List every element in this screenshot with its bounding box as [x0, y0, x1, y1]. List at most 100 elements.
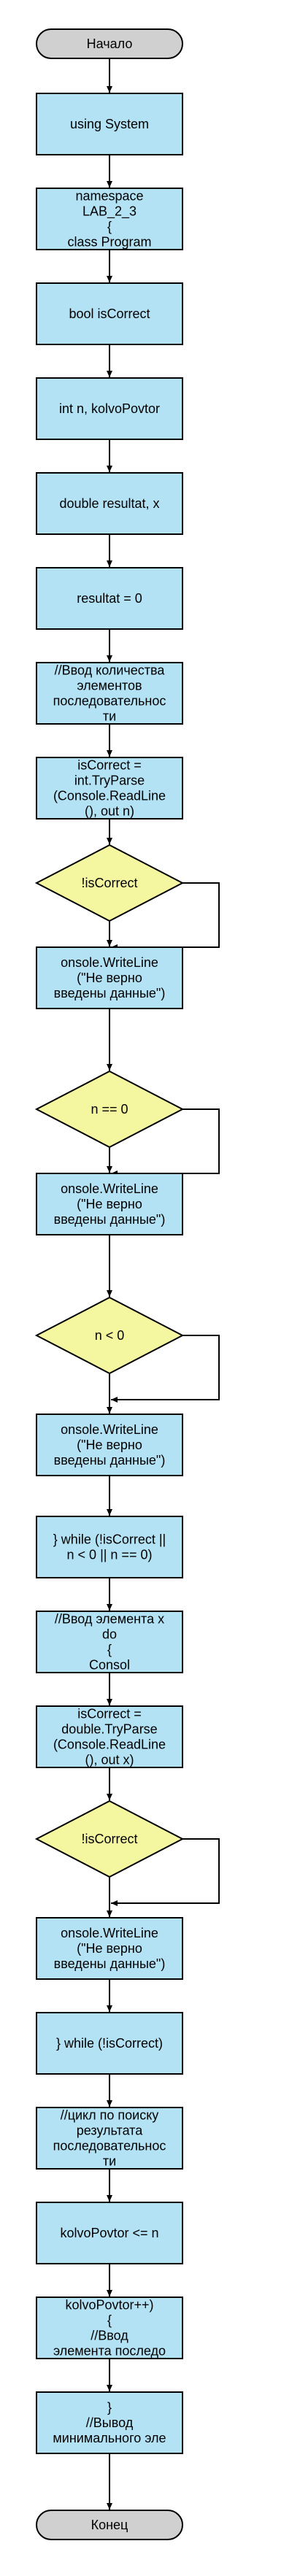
node-label: (Console.ReadLine — [53, 1738, 166, 1752]
node-label: namespace — [75, 189, 143, 204]
decision-shape — [34, 1296, 185, 1375]
decision-node-d4: !isCorrect — [34, 1800, 185, 1878]
node-label: int.TryParse — [74, 774, 145, 788]
node-label: class Program — [67, 235, 151, 250]
node-label: onsole.WriteLine — [61, 1926, 158, 1940]
node-label: (Console.ReadLine — [53, 789, 166, 803]
node-label: } — [107, 2400, 112, 2415]
node-label: введены данные") — [54, 1956, 166, 1971]
process-shape — [36, 1516, 183, 1578]
node-label: ("Не верно — [77, 1941, 142, 1956]
node-label: n < 0 || n == 0) — [67, 1548, 153, 1562]
node-label: ти — [103, 2154, 116, 2169]
process-shape — [36, 2107, 183, 2170]
node-label: ти — [103, 709, 116, 724]
node-label: double.TryParse — [61, 1722, 157, 1737]
node-label: } while (!isCorrect) — [56, 2036, 163, 2051]
process-node-p4: int n, kolvoPovtor — [36, 377, 183, 440]
node-label: { — [107, 1643, 112, 1657]
node-label: Начало — [87, 36, 133, 51]
node-label: isCorrect = — [77, 758, 142, 773]
node-label: !isCorrect — [81, 1832, 137, 1846]
node-label: using System — [70, 117, 149, 131]
node-label: ("Не верно — [77, 1197, 142, 1211]
node-label: onsole.WriteLine — [61, 1181, 158, 1196]
node-label: ("Не верно — [77, 971, 142, 985]
process-shape — [36, 188, 183, 250]
node-label: isCorrect = — [77, 1707, 142, 1721]
node-label: (), out n) — [85, 804, 134, 819]
process-node-p18: kolvoPovtor <= n — [36, 2202, 183, 2264]
process-shape — [36, 2297, 183, 2359]
node-label: результата — [77, 2124, 143, 2138]
terminal-shape — [36, 2510, 183, 2540]
process-shape — [36, 1611, 183, 1673]
process-shape — [36, 2012, 183, 2075]
node-label: int n, kolvoPovtor — [59, 401, 160, 416]
node-label: (), out x) — [85, 1753, 134, 1767]
process-shape — [36, 757, 183, 820]
node-label: элемента последо — [53, 2344, 166, 2359]
terminal-node-end: Конец — [36, 2510, 183, 2540]
node-label: { — [107, 2313, 112, 2328]
node-label: kolvoPovtor <= n — [60, 2226, 158, 2240]
process-node-p14: isCorrect =double.TryParse(Console.ReadL… — [36, 1705, 183, 1768]
process-shape — [36, 567, 183, 630]
node-label: ("Не верно — [77, 1438, 142, 1452]
node-label: onsole.WriteLine — [61, 955, 158, 970]
node-label: do — [102, 1627, 117, 1642]
node-label: n < 0 — [95, 1328, 125, 1343]
loop-connector — [111, 1838, 220, 1906]
process-shape — [36, 1414, 183, 1476]
decision-shape — [34, 1800, 185, 1878]
node-label: введены данные") — [54, 1212, 166, 1227]
node-label: n == 0 — [91, 1102, 128, 1117]
process-node-p1: using System — [36, 93, 183, 155]
decision-node-d3: n < 0 — [34, 1296, 185, 1375]
process-shape — [36, 2202, 183, 2264]
process-shape — [36, 93, 183, 155]
process-shape — [36, 377, 183, 440]
node-label: Конец — [91, 2518, 128, 2532]
edges-layer — [107, 58, 220, 2510]
terminal-node-start: Начало — [36, 28, 183, 59]
process-shape — [36, 472, 183, 535]
node-label: //Ввод — [91, 2329, 128, 2343]
process-node-p7: //Ввод количестваэлементовпоследовательн… — [36, 662, 183, 725]
node-label: элементов — [77, 679, 142, 693]
node-label: //Ввод элемента x — [55, 1612, 164, 1627]
node-label: введены данные") — [54, 1453, 166, 1468]
node-label: Consol — [89, 1658, 130, 1673]
node-label: } while (!isCorrect || — [53, 1532, 166, 1547]
node-label: !isCorrect — [81, 876, 137, 890]
process-shape — [36, 946, 183, 1009]
terminal-shape — [36, 28, 183, 59]
node-label: введены данные") — [54, 986, 166, 1000]
node-label: { — [107, 220, 112, 234]
process-node-p6: resultat = 0 — [36, 567, 183, 630]
node-label: kolvoPovtor++) — [65, 2298, 153, 2313]
node-label: double resultat, x — [59, 496, 159, 511]
process-shape — [36, 282, 183, 345]
node-label: //Ввод количества — [55, 663, 166, 678]
decision-shape — [34, 1070, 185, 1149]
process-shape — [36, 1917, 183, 1980]
node-label: //Вывод — [86, 2415, 134, 2430]
process-shape — [36, 1173, 183, 1235]
node-label: bool isCorrect — [69, 306, 150, 321]
process-node-p12: } while (!isCorrect ||n < 0 || n == 0) — [36, 1516, 183, 1578]
decision-node-d1: !isCorrect — [34, 844, 185, 922]
node-label: LAB_2_3 — [82, 204, 137, 220]
node-label: resultat = 0 — [77, 591, 142, 606]
process-node-p3: bool isCorrect — [36, 282, 183, 345]
process-node-p17: //цикл по поискурезультатапоследовательн… — [36, 2107, 183, 2170]
decision-shape — [34, 844, 185, 922]
process-node-p5: double resultat, x — [36, 472, 183, 535]
